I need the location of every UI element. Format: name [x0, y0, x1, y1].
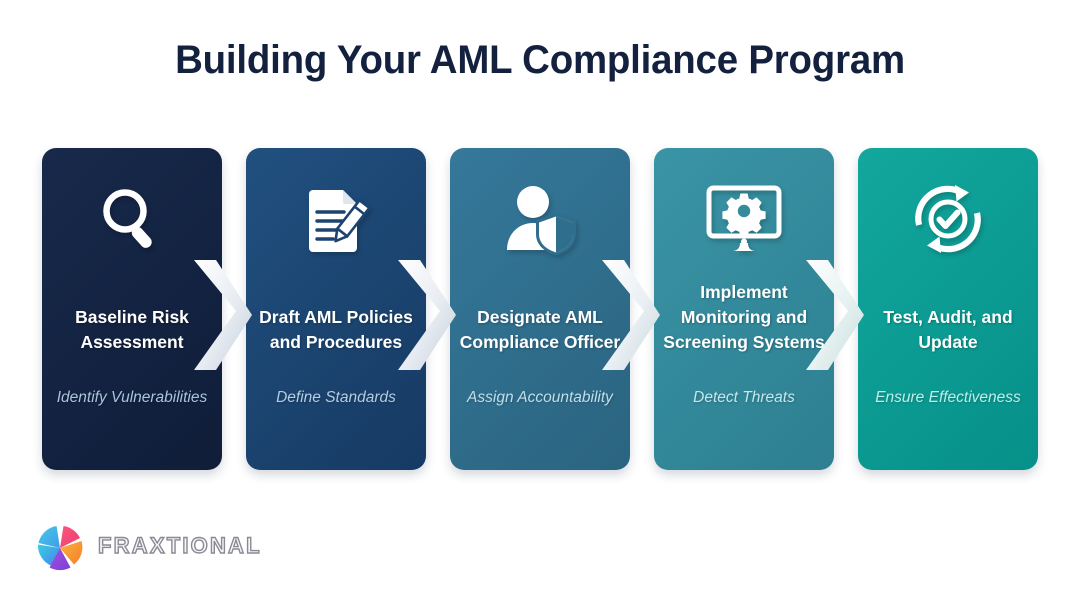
- step-subtitle: Identify Vulnerabilities: [56, 389, 208, 406]
- brand-logo[interactable]: FRAXTIONAL: [34, 522, 264, 574]
- step-subtitle: Assign Accountability: [467, 389, 613, 406]
- step-title: Designate AML Compliance Officer: [459, 307, 621, 352]
- step-card-4[interactable]: Implement Monitoring and Screening Syste…: [654, 148, 834, 470]
- refresh-check-icon: [858, 176, 1038, 262]
- step-title: Test, Audit, and Update: [883, 307, 1013, 352]
- step-title: Implement Monitoring and Screening Syste…: [663, 282, 825, 352]
- step-subtitle: Detect Threats: [693, 389, 795, 406]
- page-title: Building Your AML Compliance Program: [175, 38, 905, 82]
- fraxtional-pinwheel-icon: [34, 522, 86, 574]
- step-title: Baseline Risk Assessment: [75, 307, 189, 352]
- step-subtitle: Ensure Effectiveness: [875, 389, 1021, 406]
- step-card-2[interactable]: Draft AML Policies and Procedures Define…: [246, 148, 426, 470]
- magnifying-glass-icon: [42, 176, 222, 262]
- step-card-3[interactable]: Designate AML Compliance Officer Assign …: [450, 148, 630, 470]
- step-card-5[interactable]: Test, Audit, and Update Ensure Effective…: [858, 148, 1038, 470]
- step-subtitle: Define Standards: [276, 389, 396, 406]
- steps-row: Baseline Risk Assessment Identify Vulner…: [42, 148, 1038, 470]
- step-card-1[interactable]: Baseline Risk Assessment Identify Vulner…: [42, 148, 222, 470]
- person-shield-icon: [450, 176, 630, 262]
- monitor-gear-icon: [654, 176, 834, 262]
- step-title: Draft AML Policies and Procedures: [259, 307, 413, 352]
- document-pencil-icon: [246, 176, 426, 262]
- logo-wordmark: FRAXTIONAL: [97, 532, 262, 558]
